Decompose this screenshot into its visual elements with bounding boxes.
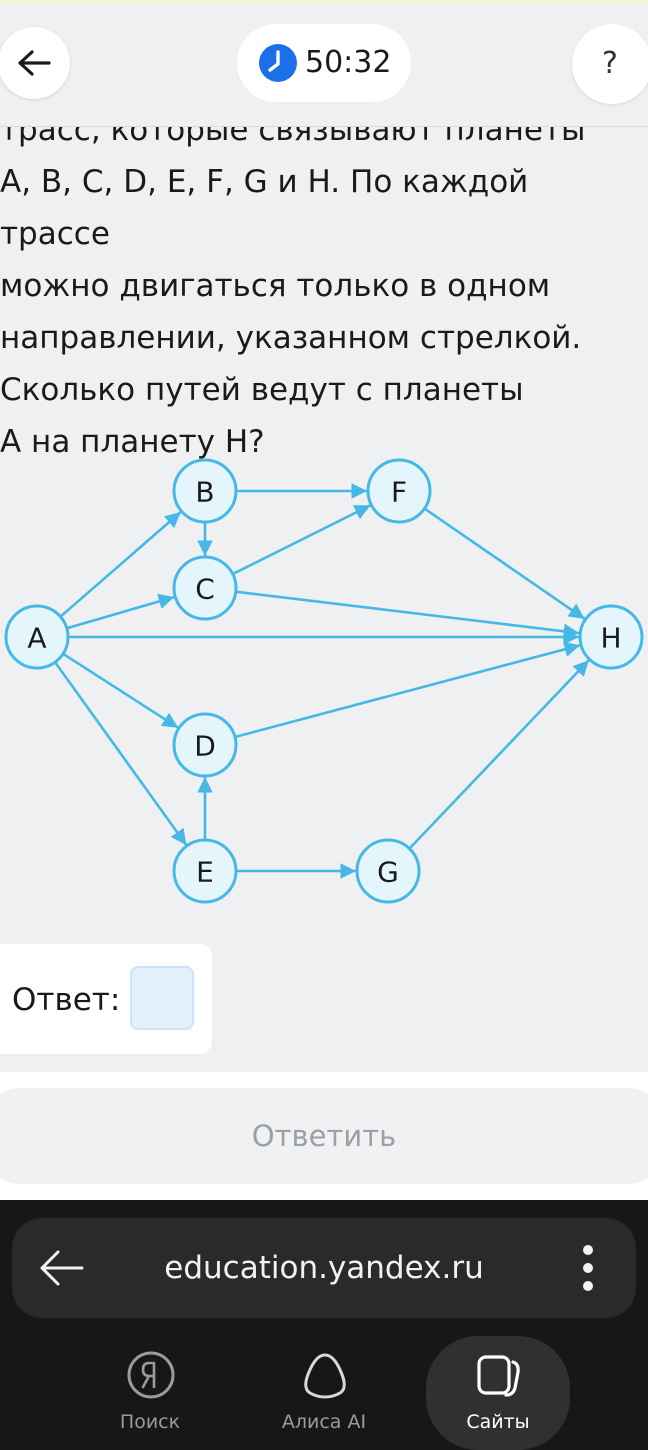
node-label: F: [391, 476, 407, 509]
node-circle: [172, 838, 238, 904]
arrow-left-icon[interactable]: [38, 1246, 86, 1290]
top-status-strip: [0, 0, 648, 3]
node-circle: [355, 838, 421, 904]
node-label: D: [194, 730, 216, 763]
node-label: B: [195, 476, 214, 509]
timer-badge: 50:32: [237, 24, 411, 102]
node-circle: [172, 555, 238, 621]
node-circle: [172, 712, 238, 778]
nav-label-alisa: Алиса AI: [281, 1411, 367, 1433]
clock-icon: [259, 44, 297, 82]
node-a: A: [4, 604, 70, 670]
graph-edges: [54, 483, 590, 879]
answer-card: Ответ:: [0, 944, 212, 1054]
node-d: D: [172, 712, 238, 778]
quiz-page: трасс, которые связывают планеты A, B, C…: [0, 0, 648, 1200]
nav-item-search[interactable]: Поиск: [80, 1336, 220, 1436]
nav-label-search: Поиск: [119, 1411, 181, 1433]
node-label: G: [377, 856, 399, 889]
edge-a-b: [59, 511, 182, 618]
node-circle: [4, 604, 70, 670]
graph-nodes: A B C D E F G H: [4, 458, 644, 904]
question-text: трасс, которые связывают планеты A, B, C…: [0, 112, 586, 460]
edge-f-h: [423, 507, 586, 620]
back-button[interactable]: [0, 27, 70, 99]
answer-label: Ответ:: [12, 982, 121, 1018]
node-h: H: [578, 604, 644, 670]
node-circle: [172, 458, 238, 524]
edge-a-e: [54, 661, 188, 846]
url-text[interactable]: education.yandex.ru: [164, 1250, 484, 1286]
tabs-icon: [477, 1355, 520, 1397]
node-circle: [578, 604, 644, 670]
more-vertical-icon[interactable]: [578, 1244, 598, 1292]
node-e: E: [172, 838, 238, 904]
edge-d-h: [234, 641, 581, 739]
yandex-logo-icon: [127, 1351, 175, 1399]
node-circle: [366, 458, 432, 524]
nav-label-sites: Сайты: [466, 1411, 530, 1433]
browser-bottom-bar: education.yandex.ru Поиск Алиса AI Сайты: [0, 1200, 648, 1450]
answer-input[interactable]: [130, 966, 194, 1030]
submit-button[interactable]: Ответить: [0, 1088, 648, 1184]
node-label: A: [27, 622, 46, 655]
address-bar[interactable]: education.yandex.ru: [12, 1218, 636, 1318]
edge-a-c: [66, 593, 175, 630]
timer-value: 50:32: [305, 45, 392, 80]
node-b: B: [172, 458, 238, 524]
nav-item-alisa[interactable]: Алиса AI: [254, 1336, 394, 1436]
edge-c-f: [232, 504, 371, 576]
edge-a-d: [62, 652, 179, 729]
node-label: H: [600, 622, 621, 655]
header-divider: [0, 126, 648, 127]
help-label: ?: [602, 46, 618, 81]
node-label: E: [196, 856, 214, 889]
node-label: C: [195, 573, 215, 606]
alisa-icon: [304, 1353, 346, 1399]
arrow-left-icon: [18, 50, 51, 76]
node-f: F: [366, 458, 432, 524]
edge-c-h: [235, 590, 580, 640]
help-button[interactable]: ?: [572, 24, 648, 104]
planet-graph: A B C D E F G H: [4, 458, 644, 904]
node-g: G: [355, 838, 421, 904]
edge-g-h: [408, 659, 590, 850]
nav-item-sites[interactable]: Сайты: [428, 1336, 568, 1436]
node-c: C: [172, 555, 238, 621]
submit-label: Ответить: [251, 1119, 397, 1153]
